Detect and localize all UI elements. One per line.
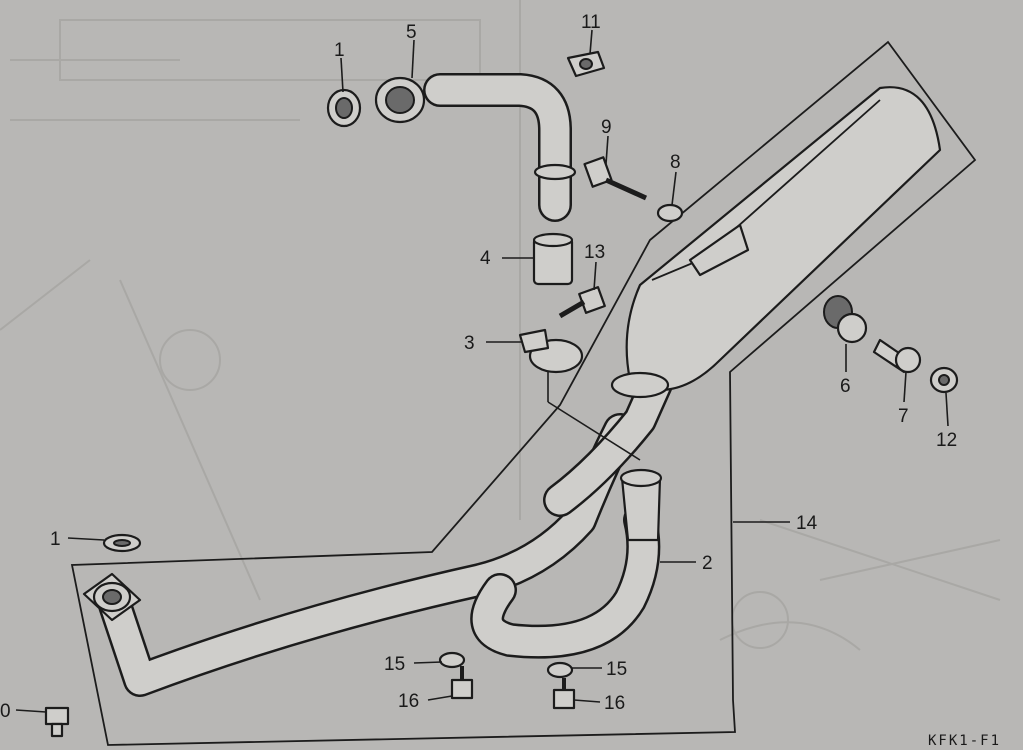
callout-16-right: 16 bbox=[604, 693, 625, 714]
nut-11 bbox=[566, 50, 606, 78]
callout-9: 9 bbox=[601, 117, 612, 138]
collar-4 bbox=[532, 232, 574, 286]
callout-8: 8 bbox=[670, 152, 681, 173]
washer-15-right bbox=[546, 661, 574, 679]
callout-12: 12 bbox=[936, 430, 957, 451]
callout-4: 4 bbox=[480, 248, 491, 269]
callout-1-top: 1 bbox=[334, 40, 345, 61]
callout-15-right: 15 bbox=[606, 659, 627, 680]
callout-14: 14 bbox=[796, 513, 818, 534]
clamp-3 bbox=[518, 328, 584, 374]
collar-7 bbox=[872, 338, 922, 374]
joint-2 bbox=[619, 468, 663, 542]
callout-15-left: 15 bbox=[384, 654, 405, 675]
exhaust-flange bbox=[82, 572, 142, 622]
washer-15-left bbox=[438, 651, 466, 669]
bolt-13 bbox=[558, 286, 606, 319]
part-5-exhaust-pipe bbox=[374, 73, 577, 222]
washer-8 bbox=[656, 203, 684, 223]
callout-10: 0 bbox=[0, 701, 11, 722]
bolt-10 bbox=[44, 706, 70, 738]
leader-lines bbox=[15, 29, 949, 713]
assembly-outline bbox=[70, 40, 977, 746]
gasket-1-top bbox=[326, 88, 362, 128]
callout-3: 3 bbox=[464, 333, 475, 354]
callout-13: 13 bbox=[584, 242, 605, 263]
callout-1-bottom: 1 bbox=[50, 529, 61, 550]
callout-7: 7 bbox=[898, 406, 909, 427]
rubber-6 bbox=[823, 295, 868, 344]
callout-16-left: 16 bbox=[398, 691, 419, 712]
callout-labels: 1 5 11 9 8 4 13 3 6 7 12 14 2 1 15 15 16… bbox=[0, 12, 957, 722]
muffler bbox=[610, 86, 942, 399]
bolt-16-right bbox=[552, 678, 576, 710]
bolt-16-left bbox=[450, 666, 474, 700]
callout-11: 11 bbox=[581, 12, 601, 33]
gasket-1-bottom bbox=[102, 533, 142, 553]
callout-6: 6 bbox=[840, 376, 851, 397]
callout-2: 2 bbox=[702, 553, 713, 574]
exhaust-pipe-assembly bbox=[98, 313, 697, 697]
bolt-9 bbox=[583, 156, 648, 201]
nut-12 bbox=[929, 366, 959, 394]
diagram-code: KFK1-F1 bbox=[928, 733, 1001, 749]
callout-5: 5 bbox=[406, 22, 417, 43]
